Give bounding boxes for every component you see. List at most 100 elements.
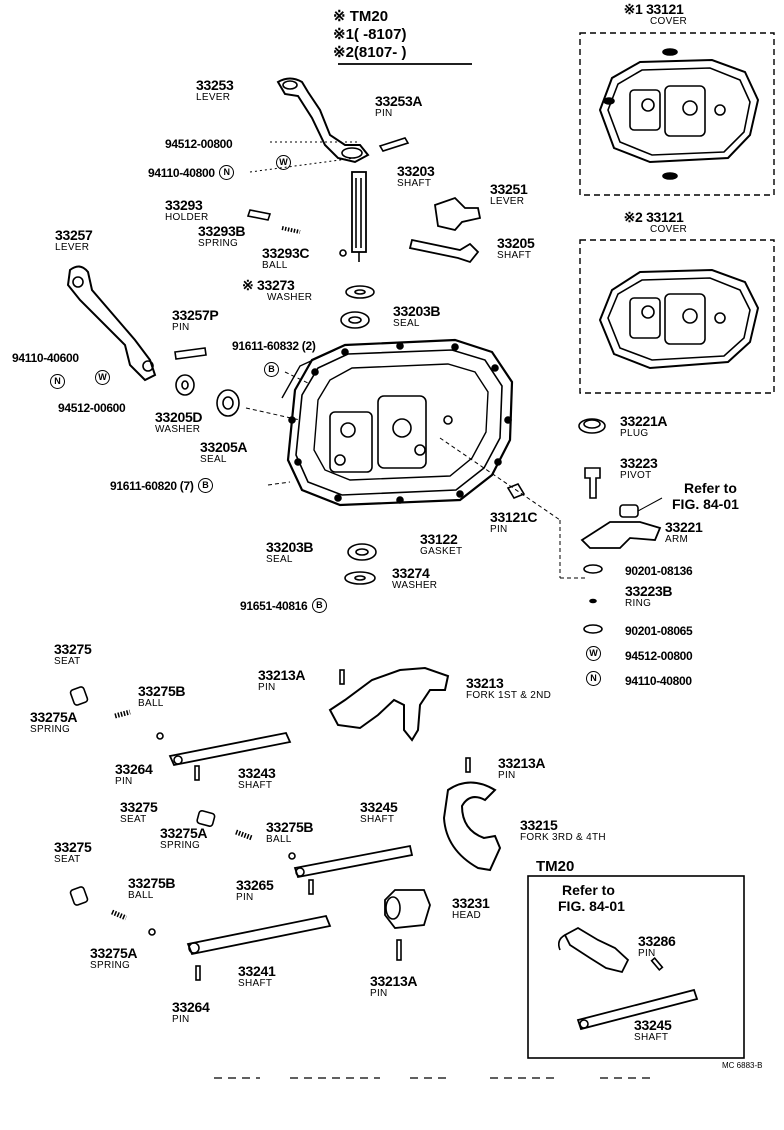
part-number: 33213 (466, 675, 504, 691)
part-number: 33215 (520, 817, 558, 833)
washer-symbol-b: W (95, 370, 110, 386)
washer-symbol-a: W (276, 155, 291, 171)
part-name: COVER (650, 224, 688, 235)
part-number: 33203 (397, 163, 435, 179)
callout-94110-40600[interactable]: 94110-40600 (12, 350, 79, 366)
callout-91611-60832[interactable]: 91611-60832 (2) (232, 338, 316, 354)
part-number: 33275 (120, 799, 158, 815)
callout-94512-00600[interactable]: 94512-00600 (58, 400, 126, 416)
part-number: 94512-00600 (58, 401, 126, 415)
part-number: 33275 (54, 641, 92, 657)
nut-symbol-b: N (50, 374, 65, 390)
part-number: 91611-60832 (2) (232, 339, 316, 353)
callout-cover-2[interactable]: ※2 33121 COVER (620, 210, 687, 235)
part-number: 33293B (198, 223, 246, 239)
washer-symbol-c: W (586, 646, 601, 662)
part-number: 33257 (55, 227, 93, 243)
part-name: HEAD (452, 910, 481, 921)
fastener-symbol: N (50, 374, 65, 390)
cover-2-frame (579, 239, 775, 394)
part-name: BALL (262, 260, 288, 271)
part-number: 33275A (90, 945, 138, 961)
part-number: 33275B (138, 683, 186, 699)
part-number: 33223 (620, 455, 658, 471)
callout-94512-00800-b[interactable]: 94512-00800 (625, 648, 693, 664)
part-name: LEVER (196, 92, 231, 103)
part-name: WASHER (392, 580, 438, 591)
callout-90201-08136[interactable]: 90201-08136 (625, 563, 693, 579)
part-name: SHAFT (397, 178, 432, 189)
callout-94110-40800-a[interactable]: 94110-40800 N (148, 165, 235, 181)
part-number: FIG. 84-01 (672, 496, 739, 512)
part-name: SEAT (54, 656, 81, 667)
callout-94512-00800-a[interactable]: 94512-00800 (165, 136, 233, 152)
shaft-33241 (186, 914, 332, 956)
part-name: PIN (375, 108, 393, 119)
part-name: WASHER (267, 292, 313, 303)
part-number: 33253A (375, 93, 423, 109)
part-number: 33275B (128, 875, 176, 891)
callout-91651-40816[interactable]: 91651-40816 B (240, 598, 327, 614)
callout-91611-60820[interactable]: 91611-60820 (7) B (110, 478, 214, 494)
part-number: 33213A (258, 667, 306, 683)
part-number: 90201-08065 (625, 624, 693, 638)
callout-cover-1[interactable]: ※1 33121 COVER (620, 2, 687, 27)
shaft-33203 (351, 171, 367, 253)
callout-94110-40800-b[interactable]: 94110-40800 (625, 673, 692, 689)
part-number: 33257P (172, 307, 219, 323)
part-number: Refer to (684, 480, 737, 496)
part-number: 33223B (625, 583, 673, 599)
part-number: 33275 (54, 839, 92, 855)
bolt-symbol: B (198, 478, 214, 494)
callout-90201-08065[interactable]: 90201-08065 (625, 623, 693, 639)
